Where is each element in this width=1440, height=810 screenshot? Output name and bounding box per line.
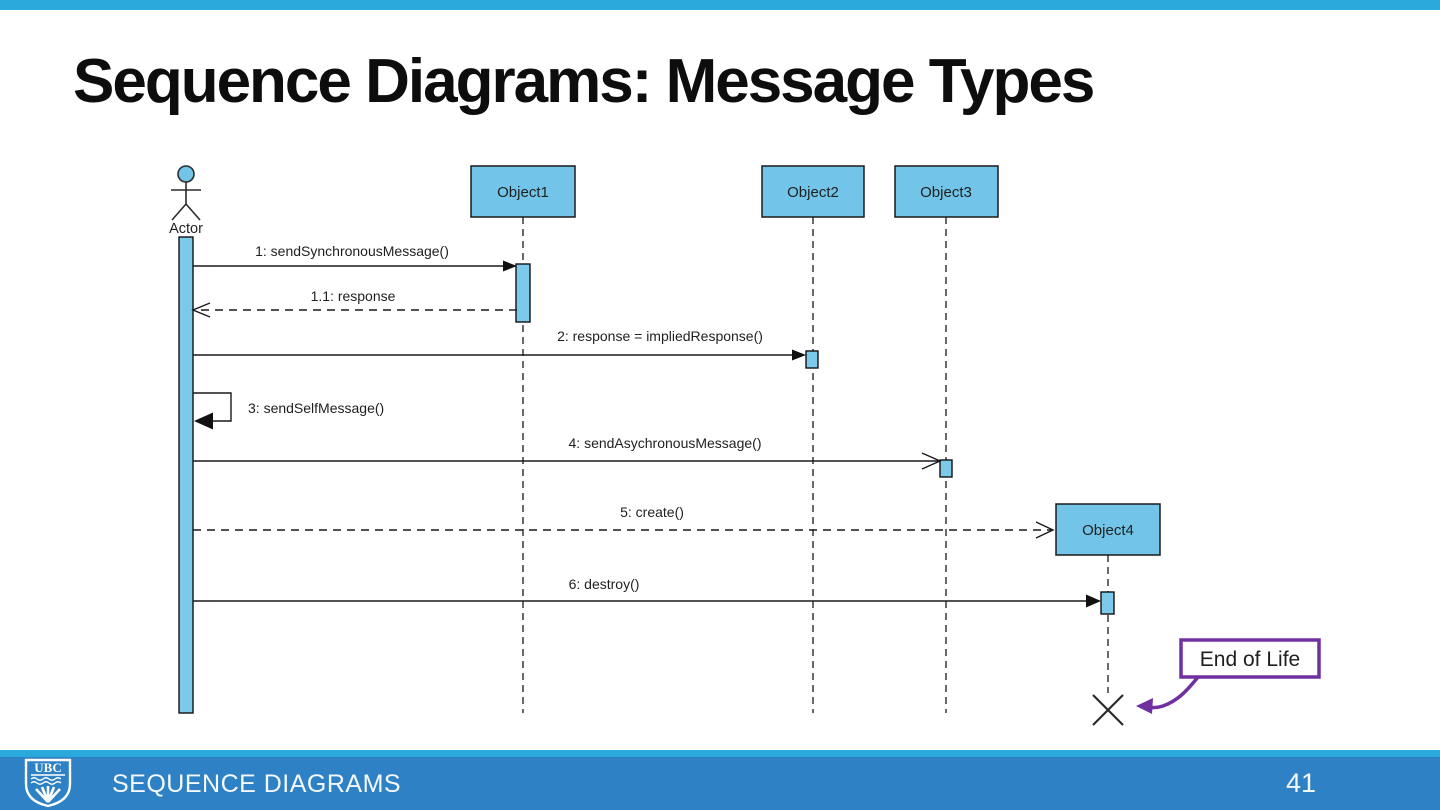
- object1-box: [470, 165, 576, 218]
- message-1-1-return: 1.1: response: [191, 288, 517, 318]
- object2-box: [761, 165, 865, 218]
- object2-label: Object2: [787, 184, 839, 201]
- actor-label: Actor: [169, 221, 203, 237]
- footer-section-title: SEQUENCE DIAGRAMS: [112, 770, 402, 798]
- object1-label: Object1: [497, 184, 549, 201]
- filled-arrowhead: [1086, 594, 1101, 608]
- object4-label: Object4: [1082, 522, 1134, 539]
- footer-accent-bar: [0, 750, 1440, 757]
- end-of-life-label: End of Life: [1200, 648, 1300, 671]
- message-2-label: 2: response = impliedResponse(): [557, 328, 763, 344]
- actor-head: [177, 165, 195, 183]
- footer-bar: [0, 757, 1440, 810]
- object2-activation: [805, 350, 819, 369]
- filled-arrowhead: [194, 412, 213, 430]
- object3-box: [894, 165, 999, 218]
- page-number: 41: [1285, 768, 1316, 798]
- object3-activation: [939, 459, 953, 478]
- message-1-1-label: 1.1: response: [311, 288, 396, 304]
- callout-tail: [1146, 675, 1200, 710]
- message-5-create: 5: create(): [193, 504, 1055, 539]
- object1-activation: [515, 263, 531, 323]
- filled-arrowhead: [792, 349, 806, 361]
- lifelines: [522, 217, 1109, 713]
- filled-arrowhead: [503, 260, 517, 272]
- message-4-asynchronous: 4: sendAsychronousMessage(): [193, 435, 942, 470]
- logo-fan: [35, 786, 61, 803]
- message-3-self: 3: sendSelfMessage(): [193, 392, 384, 430]
- object4-box: [1055, 503, 1161, 556]
- object-boxes: [470, 165, 1161, 556]
- message-5-label: 5: create(): [620, 504, 684, 520]
- actor-leg-right: [185, 203, 201, 221]
- slide-title: Sequence Diagrams: Message Types: [73, 47, 1095, 116]
- message-6-label: 6: destroy(): [569, 576, 640, 592]
- message-4-label: 4: sendAsychronousMessage(): [569, 435, 762, 451]
- actor-activation: [178, 236, 194, 714]
- ubc-logo: UBC: [24, 758, 72, 808]
- logo-shield: [24, 758, 72, 808]
- destruction-x-icon: [1092, 694, 1124, 726]
- open-arrowhead: [1035, 521, 1055, 539]
- message-1-label: 1: sendSynchronousMessage(): [255, 243, 449, 259]
- message-2-synchronous: 2: response = impliedResponse(): [193, 328, 806, 361]
- end-of-life-box: [1179, 638, 1321, 679]
- message-3-label: 3: sendSelfMessage(): [248, 400, 384, 416]
- actor-figure: [171, 165, 201, 221]
- end-of-life-callout: End of Life: [1136, 638, 1321, 714]
- open-arrowhead: [921, 452, 942, 470]
- top-accent-bar: [0, 0, 1440, 10]
- message-1-synchronous: 1: sendSynchronousMessage(): [193, 243, 517, 272]
- actor-leg-left: [171, 203, 187, 221]
- message-6-destroy: 6: destroy(): [193, 576, 1101, 608]
- object4-activation: [1100, 591, 1115, 615]
- open-arrowhead: [191, 302, 211, 318]
- object3-label: Object3: [920, 184, 972, 201]
- logo-text: UBC: [34, 760, 61, 775]
- callout-arrowhead: [1136, 698, 1153, 714]
- activation-bars: [178, 236, 1115, 714]
